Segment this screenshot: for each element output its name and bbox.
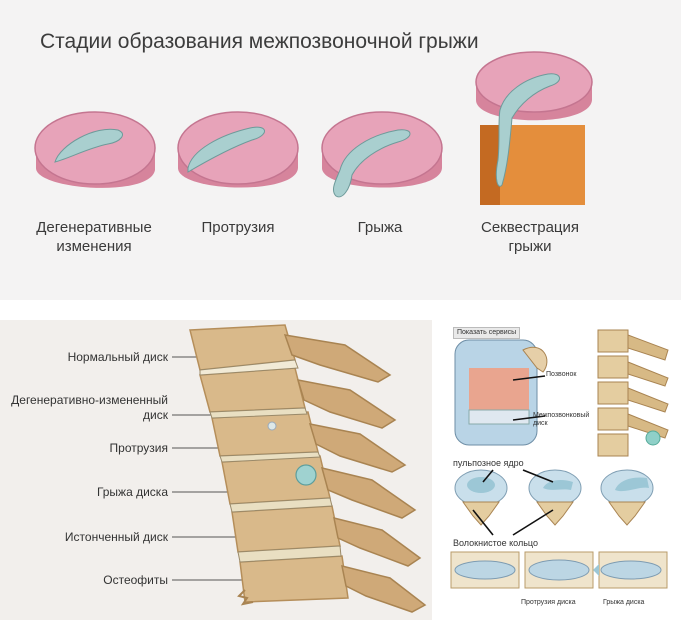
anatomy-illustration <box>450 329 669 589</box>
disc-hernia <box>321 111 443 198</box>
anatomy-panel: Показать сервисы Позвонок Межпозвонковый… <box>443 320 681 620</box>
stage-label-line: Дегенеративные <box>36 219 152 236</box>
disc-strips <box>450 551 668 589</box>
pointer-lines <box>472 375 554 536</box>
panel-separator <box>0 304 681 310</box>
spine-illustration <box>172 324 427 613</box>
osteophyte-mark <box>237 589 254 606</box>
diagram-title: Стадии образования межпозвоночной грыжи <box>40 30 479 53</box>
hernia-mark <box>295 464 317 486</box>
stage-label-hernia: Грыжа <box>330 218 430 237</box>
stage-label-line: Грыжа <box>357 219 403 236</box>
label-disc: Межпозвонковый диск <box>533 412 589 428</box>
stage-label-line: грыжи <box>508 238 552 255</box>
spine-label-degenerative: Дегенеративно-измененный диск <box>0 393 168 423</box>
disc-stages-illustration <box>34 51 593 205</box>
label-disc-line: диск <box>533 420 548 427</box>
intervertebral-discs <box>199 359 342 563</box>
disc-protrusion <box>177 111 299 188</box>
label-vertebra: Позвонок <box>546 371 577 378</box>
services-badge[interactable]: Показать сервисы <box>453 327 521 339</box>
spine-label-hernia: Грыжа диска <box>96 485 168 499</box>
spine-label-line: диск <box>143 408 168 422</box>
stage-label-sequestration: Секвестрация грыжи <box>455 218 605 256</box>
protrusion-mark <box>267 421 277 431</box>
label-disc-line: Межпозвонковый <box>533 412 590 419</box>
stage-label-line: изменения <box>56 238 132 255</box>
spinous-processes <box>283 334 427 613</box>
spine-label-normal: Нормальный диск <box>67 350 168 364</box>
spine-panel: Нормальный диск Дегенеративно-измененный… <box>0 320 432 620</box>
stage-label-line: Секвестрация <box>480 219 580 236</box>
label-hernia: Грыжа диска <box>603 599 645 606</box>
vertebra-cross-section <box>454 339 548 446</box>
label-nucleus: пульпозное ядро <box>453 458 524 468</box>
spine-label-thinned: Истонченный диск <box>64 530 168 544</box>
spine-label-osteophytes: Остеофиты <box>103 573 168 587</box>
stage-label-protrusion: Протрузия <box>168 218 308 237</box>
vertebra-top-views <box>454 469 654 526</box>
stage-label-line: Протрузия <box>201 219 275 236</box>
disc-degenerative <box>34 111 156 188</box>
label-protrusion: Протрузия диска <box>521 599 576 606</box>
stage-label-degenerative: Дегенеративные изменения <box>14 218 174 256</box>
label-annulus: Волокнистое кольцо <box>453 538 538 548</box>
spine-label-protrusion: Протрузия <box>109 441 168 455</box>
top-panel: Стадии образования межпозвоночной грыжи <box>0 0 681 300</box>
disc-sequestration <box>475 51 593 205</box>
spine-side-column <box>597 329 669 457</box>
spine-label-line: Дегенеративно-измененный <box>11 393 168 407</box>
